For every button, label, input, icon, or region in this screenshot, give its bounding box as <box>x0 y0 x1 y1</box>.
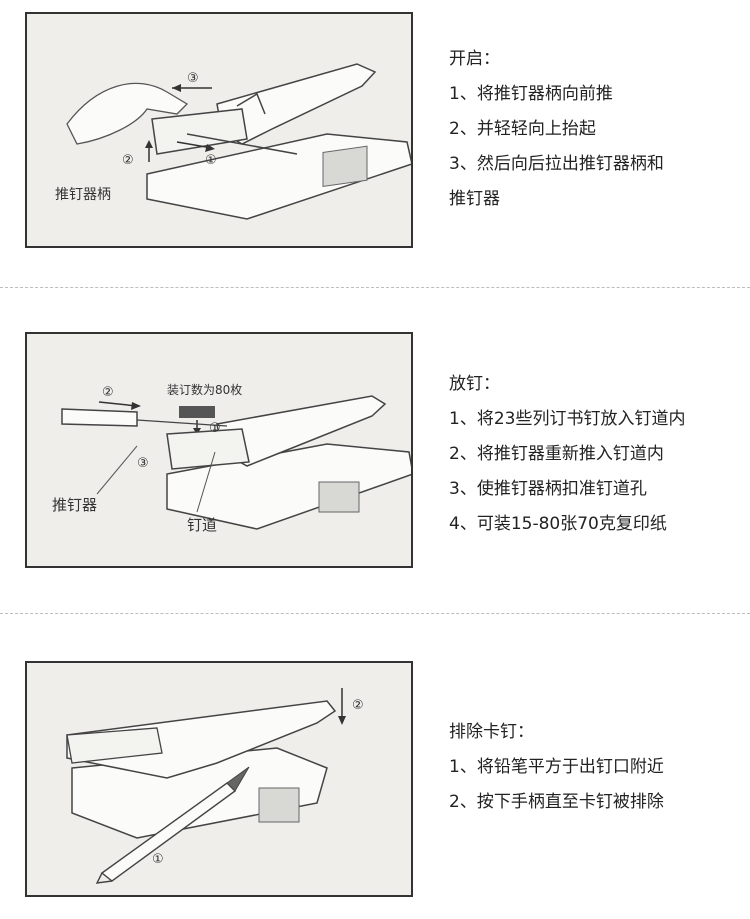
section-divider <box>0 613 750 614</box>
heading-jam: 排除卡钉： <box>449 722 534 742</box>
step-1: 1、将23些列订书钉放入钉道内 <box>449 409 686 429</box>
step-marker-1: ① <box>205 153 217 168</box>
step-3: 3、使推钉器柄扣准钉道孔 <box>449 479 647 499</box>
step-marker-2: ② <box>122 153 134 168</box>
step-1: 1、将推钉器柄向前推 <box>449 84 613 104</box>
step-marker-2: ② <box>102 385 114 400</box>
stapler-drawing-jam: ② ① <box>66 688 364 884</box>
instructions-open: 开启： 1、将推钉器柄向前推 2、并轻轻向上抬起 3、然后向后拉出推钉器柄和 推… <box>449 42 664 217</box>
stapler-drawing-load: ② ① ③ 装订数为80枚 推钉器 钉道 <box>52 382 411 534</box>
label-capacity: 装订数为80枚 <box>167 382 242 397</box>
step-marker-1: ① <box>152 852 164 867</box>
label-pusher-handle: 推钉器柄 <box>55 187 111 203</box>
instructions-load: 放钉： 1、将23些列订书钉放入钉道内 2、将推钉器重新推入钉道内 3、使推钉器… <box>449 367 685 542</box>
step-marker-2: ② <box>352 698 364 713</box>
step-3: 3、然后向后拉出推钉器柄和 <box>449 154 664 174</box>
stapler-drawing-open: ③ ① ② 推钉器柄 <box>55 63 411 220</box>
heading-load: 放钉： <box>449 374 500 394</box>
step-4: 4、可装15-80张70克复印纸 <box>449 514 667 534</box>
heading-open: 开启： <box>449 49 500 69</box>
step-3-cont: 推钉器 <box>449 189 500 209</box>
step-2: 2、将推钉器重新推入钉道内 <box>449 444 664 464</box>
illustration-load: ② ① ③ 装订数为80枚 推钉器 钉道 <box>25 332 413 568</box>
instructions-jam: 排除卡钉： 1、将铅笔平方于出钉口附近 2、按下手柄直至卡钉被排除 <box>449 715 664 820</box>
step-marker-3: ③ <box>187 71 199 86</box>
step-1: 1、将铅笔平方于出钉口附近 <box>449 757 664 777</box>
step-2: 2、按下手柄直至卡钉被排除 <box>449 792 664 812</box>
step-marker-1: ① <box>209 421 221 436</box>
label-pusher: 推钉器 <box>52 496 97 514</box>
illustration-jam: ② ① <box>25 661 413 897</box>
label-staple-channel: 钉道 <box>187 516 217 534</box>
step-marker-3: ③ <box>137 456 149 471</box>
section-divider <box>0 287 750 288</box>
illustration-open: ③ ① ② 推钉器柄 <box>25 12 413 248</box>
step-2: 2、并轻轻向上抬起 <box>449 119 596 139</box>
